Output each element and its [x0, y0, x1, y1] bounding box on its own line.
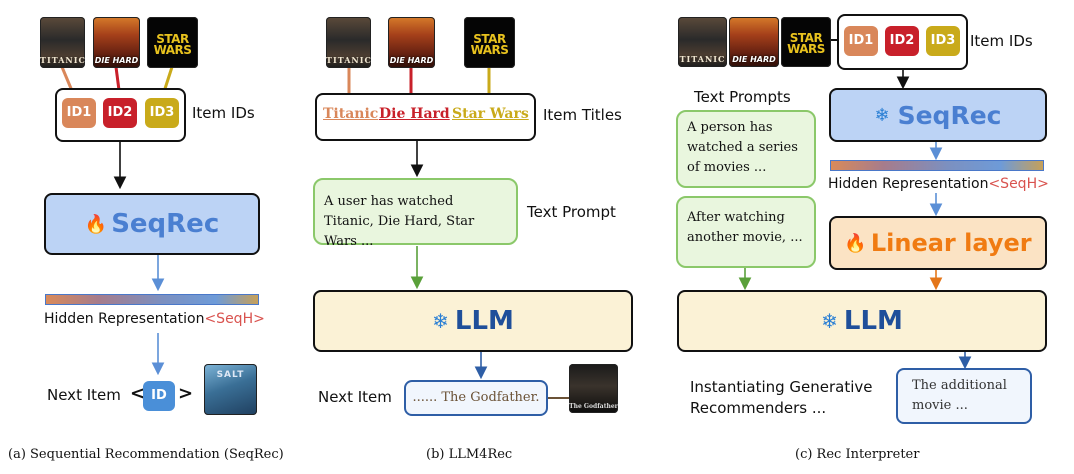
seqh-tag-c: <SeqH>: [988, 176, 1049, 192]
text-prompt-box-1: A person has watched a series of movies …: [676, 110, 816, 188]
caption-a: (a) Sequential Recommendation (SeqRec): [8, 447, 284, 462]
llm-label-b: LLM: [454, 306, 514, 336]
llm-box-b: ❄LLM: [313, 290, 633, 352]
title-die-hard: Die Hard: [379, 106, 450, 122]
id1-box: ID1: [62, 98, 96, 128]
text-prompt-box-2: After watching another movie, ...: [676, 196, 816, 268]
poster-titanic-c: TITANIC: [678, 17, 727, 67]
text-prompts-label: Text Prompts: [694, 88, 791, 106]
seqrec-box: 🔥SeqRec: [44, 193, 260, 255]
next-id-box: ID: [143, 381, 175, 411]
poster-star-wars: STAR WARS: [147, 17, 198, 68]
caption-b: (b) LLM4Rec: [426, 447, 513, 462]
id1-box-c: ID1: [844, 26, 878, 56]
poster-die-hard-c: DIE HARD: [729, 17, 779, 67]
next-item-label-b: Next Item: [318, 388, 392, 406]
snowflake-icon: ❄: [874, 104, 890, 126]
id2-box-c: ID2: [885, 26, 919, 56]
hidden-representation-label-c: Hidden Representation<SeqH>: [828, 176, 1049, 192]
hidden-representation-bar-c: [830, 160, 1044, 171]
hidden-representation-label: Hidden Representation<SeqH>: [44, 311, 265, 327]
poster-titanic: TITANIC: [40, 17, 85, 68]
text-prompt-label: Text Prompt: [527, 203, 616, 221]
item-titles-label: Item Titles: [543, 106, 622, 124]
poster-godfather: The Godfather: [569, 364, 618, 413]
llm-box-c: ❄LLM: [677, 290, 1047, 352]
title-titanic: Titanic: [323, 106, 379, 122]
item-ids-label: Item IDs: [192, 104, 255, 122]
title-star-wars: Star Wars: [452, 106, 529, 122]
item-titles-container: [315, 93, 536, 141]
llm-output-box: ...... The Godfather.: [404, 380, 548, 416]
text-prompt-box: A user has watched Titanic, Die Hard, St…: [313, 178, 518, 249]
snowflake-icon: ❄: [821, 309, 838, 333]
seqrec-label-c: SeqRec: [897, 100, 1002, 130]
id3-box: ID3: [145, 98, 179, 128]
caption-c: (c) Rec Interpreter: [795, 447, 920, 462]
linear-layer-box: 🔥Linear layer: [829, 216, 1047, 270]
fire-icon: 🔥: [84, 213, 108, 235]
poster-star-wars-c: STAR WARS: [781, 17, 831, 67]
angle-right: >: [178, 383, 194, 404]
poster-titanic-b: TITANIC: [326, 17, 371, 68]
linear-layer-label: Linear layer: [870, 229, 1032, 257]
hidden-representation-bar: [45, 294, 259, 305]
fire-icon: 🔥: [844, 232, 867, 254]
next-item-label: Next Item: [47, 386, 121, 404]
item-ids-label-c: Item IDs: [970, 32, 1033, 50]
rec-interpreter-output-box: The additional movie ...: [896, 368, 1032, 424]
id3-box-c: ID3: [926, 26, 960, 56]
id2-box: ID2: [103, 98, 137, 128]
seqh-tag: <SeqH>: [204, 311, 265, 327]
poster-die-hard: DIE HARD: [93, 17, 140, 68]
poster-die-hard-b: DIE HARD: [388, 17, 435, 68]
seqrec-box-c: ❄ SeqRec: [829, 88, 1047, 142]
seqrec-label: SeqRec: [111, 209, 220, 239]
poster-next-item: SALT: [204, 364, 257, 415]
angle-left: <: [130, 383, 146, 404]
llm-label-c: LLM: [843, 306, 903, 336]
poster-star-wars-b: STAR WARS: [464, 17, 515, 68]
instantiating-label: Instantiating Generative Recommenders ..…: [690, 378, 873, 417]
snowflake-icon: ❄: [432, 309, 449, 333]
